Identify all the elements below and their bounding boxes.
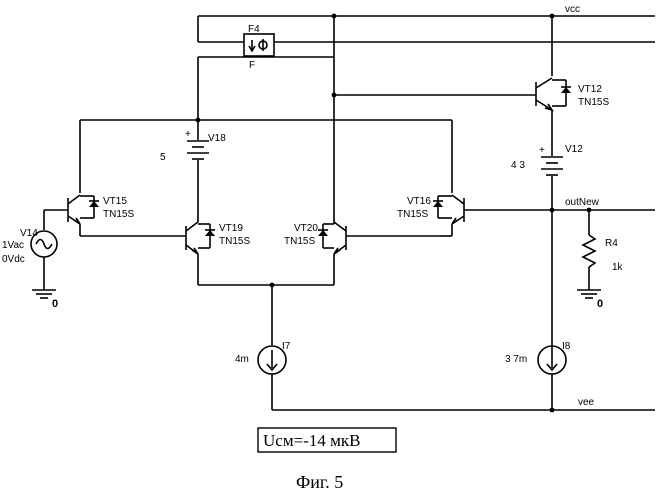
svg-text:+: + (539, 145, 545, 156)
battery-v12: + V12 4 3 (511, 110, 583, 350)
ac-source-v14: V14 1Vac 0Vdc (2, 210, 57, 290)
vt16-ref: VT16 (407, 196, 431, 207)
vt19-model: TN15S (219, 236, 250, 247)
i8-ref: I8 (562, 341, 571, 352)
v12-ref: V12 (565, 144, 583, 155)
transistor-vt19: VT19 TN15S (186, 222, 250, 285)
ground-right-label: 0 (597, 298, 603, 310)
v14-ref: V14 (20, 228, 38, 239)
vt16-model: TN15S (397, 209, 428, 220)
fuse-ref: F4 (248, 24, 260, 35)
vt19-ref: VT19 (219, 223, 243, 234)
transistor-vt20: VT20 TN15S (284, 222, 346, 285)
r4-value: 1k (612, 262, 624, 273)
caption-text: Uсм=-14 мкВ (263, 431, 360, 450)
transistor-vt12: VT12 TN15S (536, 16, 609, 110)
vt20-ref: VT20 (294, 223, 318, 234)
vee-label: vee (578, 397, 595, 408)
transistor-vt16: VT16 TN15S (397, 120, 464, 236)
vcc-label: vcc (565, 4, 580, 15)
v12-value: 4 3 (511, 160, 525, 171)
out-label: outNew (565, 197, 600, 208)
v18-value: 5 (160, 152, 166, 163)
vt12-model: TN15S (578, 97, 609, 108)
svg-text:+: + (185, 129, 191, 140)
vt12-ref: VT12 (578, 84, 602, 95)
ground-left: 0 (32, 290, 58, 310)
v18-ref: V18 (208, 133, 226, 144)
ground-left-label: 0 (52, 298, 58, 310)
transistor-vt15: VT15 TN15S (68, 120, 134, 236)
figure-label: Фиг. 5 (296, 472, 343, 492)
r4-ref: R4 (605, 238, 618, 249)
current-source-i7: I7 4m (235, 285, 291, 410)
vt15-model: TN15S (103, 209, 134, 220)
fuse-f4: F4 F (244, 24, 274, 71)
vee-rail: vee (272, 397, 655, 412)
vt20-model: TN15S (284, 236, 315, 247)
fuse-pin: F (249, 60, 255, 71)
current-source-i8: I8 3 7m (505, 341, 571, 410)
v14-ac: 1Vac (2, 240, 24, 251)
vt15-ref: VT15 (103, 196, 127, 207)
offset-caption: Uсм=-14 мкВ (258, 428, 396, 452)
v14-dc: 0Vdc (2, 254, 25, 265)
i7-ref: I7 (282, 341, 291, 352)
battery-v18: + V18 5 (160, 120, 226, 222)
i8-value: 3 7m (505, 354, 527, 365)
ground-right: 0 (577, 290, 603, 310)
i7-value: 4m (235, 354, 249, 365)
resistor-r4: R4 1k (583, 210, 624, 290)
